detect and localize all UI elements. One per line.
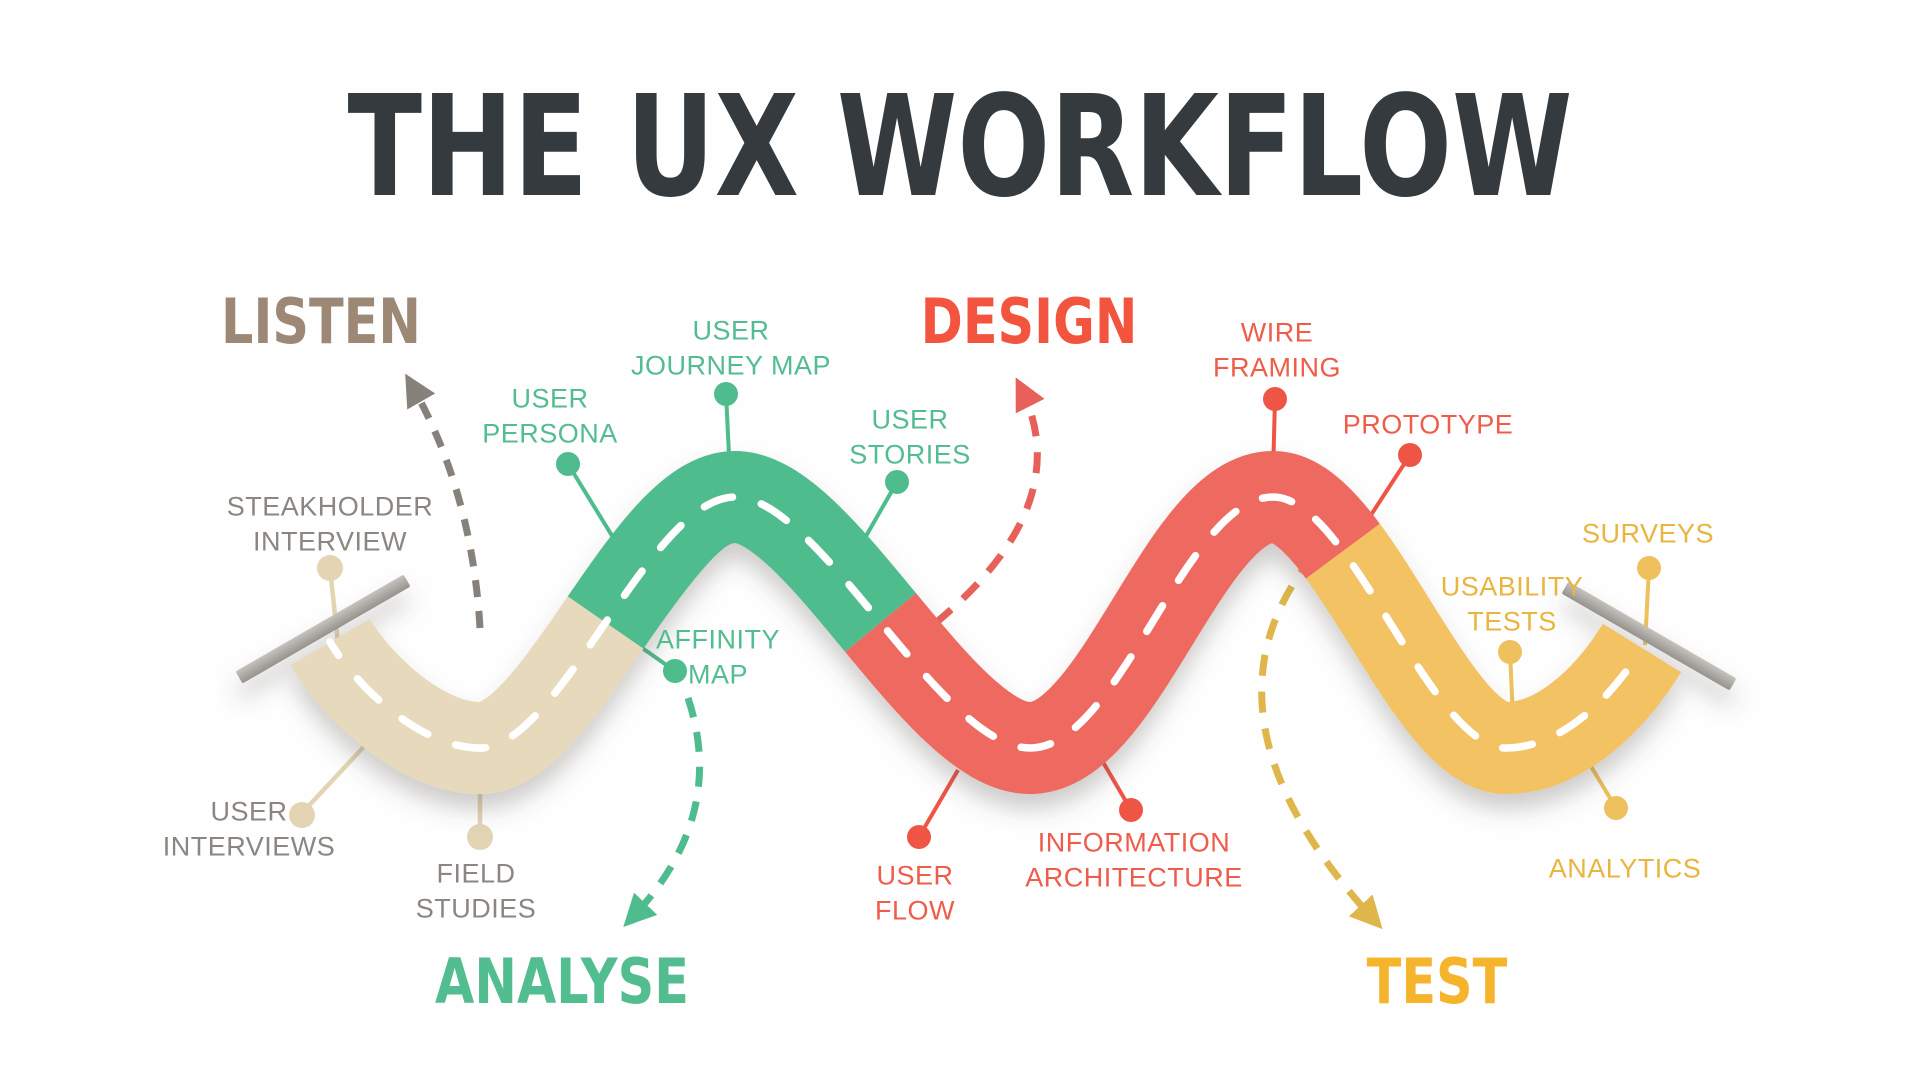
step-label-user-persona: USER PERSONA	[482, 383, 618, 448]
affinity-map-dot	[663, 659, 687, 683]
test-arrow	[1258, 553, 1383, 930]
road-end-ramp	[1562, 582, 1736, 690]
usability-tests-dot	[1498, 640, 1522, 664]
listen-arrow	[405, 373, 484, 629]
step-label-prototype: PROTOTYPE	[1342, 409, 1514, 440]
step-label-user-interviews: USER INTERVIEWS	[162, 796, 336, 861]
phase-label-analyse: ANALYSE	[435, 945, 689, 1018]
user-persona-dot	[556, 452, 580, 476]
step-label-wire-framing: WIRE FRAMING	[1213, 317, 1341, 382]
wire-framing-dot	[1263, 387, 1287, 411]
phase-label-test: TEST	[1366, 945, 1508, 1018]
step-label-user-journey-map: USER JOURNEY MAP	[630, 315, 832, 380]
user-interviews-dot	[289, 802, 315, 828]
design-arrow	[903, 377, 1045, 649]
road	[236, 450, 1736, 795]
step-label-information-architecture: INFORMATION ARCHITECTURE	[1025, 827, 1243, 892]
user-flow-connector	[917, 768, 960, 839]
stakeholder-interview-dot	[317, 555, 343, 581]
step-label-user-stories: USER STORIES	[849, 404, 971, 469]
step-label-surveys: SURVEYS	[1581, 518, 1715, 549]
information-architecture-dot	[1119, 798, 1143, 822]
step-label-usability-tests: USABILITY TESTS	[1440, 571, 1584, 636]
analyse-arrow	[623, 696, 704, 927]
road-centerline	[326, 493, 1646, 752]
road-segment-analyse	[567, 450, 917, 652]
page-title: THE UX WORKFLOW	[347, 66, 1573, 229]
phase-label-design: DESIGN	[920, 285, 1138, 358]
user-interviews-connector	[300, 736, 374, 815]
step-connectors	[289, 382, 1661, 850]
step-label-analytics: ANALYTICS	[1548, 853, 1702, 884]
analytics-dot	[1604, 796, 1628, 820]
step-label-affinity-map: AFFINITY MAP	[656, 624, 780, 689]
prototype-dot	[1398, 443, 1422, 467]
surveys-dot	[1637, 556, 1661, 580]
step-label-stakeholder-interview: STEAKHOLDER INTERVIEW	[226, 491, 434, 556]
road-start-ramp	[236, 575, 410, 683]
user-stories-dot	[885, 470, 909, 494]
phase-arrows	[405, 373, 1383, 930]
step-label-user-flow: USER FLOW	[875, 860, 955, 925]
phase-label-listen: LISTEN	[221, 285, 421, 358]
user-journey-map-dot	[714, 382, 738, 406]
step-label-field-studies: FIELD STUDIES	[415, 858, 537, 923]
field-studies-dot	[467, 824, 493, 850]
user-flow-dot	[907, 825, 931, 849]
